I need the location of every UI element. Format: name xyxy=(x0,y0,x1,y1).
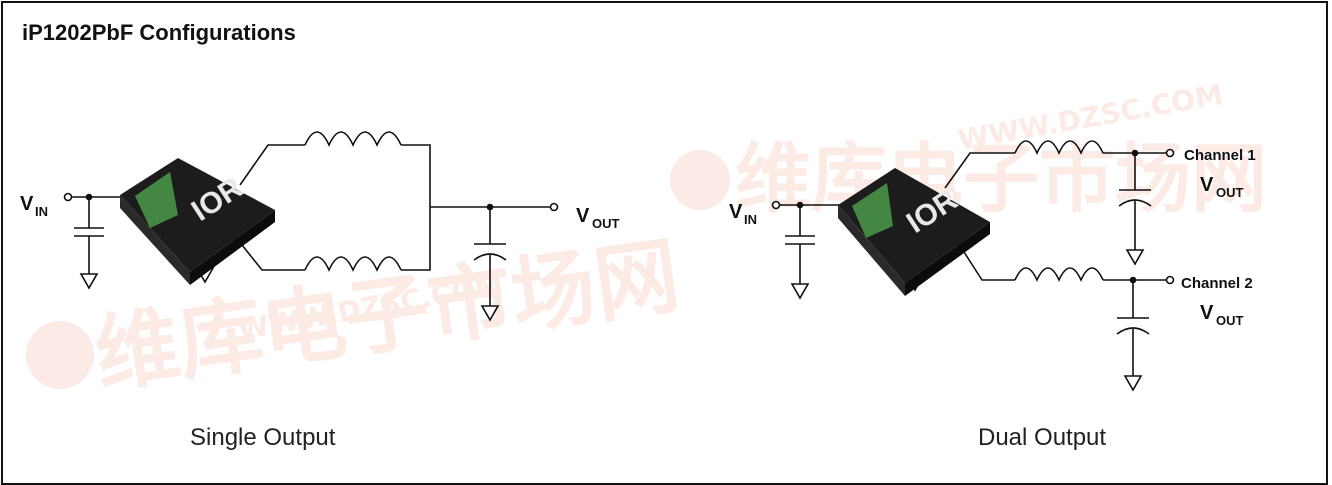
ground-icon xyxy=(481,289,499,321)
channel1-inductor xyxy=(1014,140,1104,155)
vout-terminal xyxy=(549,202,559,212)
channel1-wire xyxy=(944,152,1015,189)
ip1202-module-single: IOR xyxy=(120,158,275,285)
channel1-label: Channel 1 xyxy=(1184,147,1256,164)
figure-title: iP1202PbF Configurations xyxy=(22,20,296,45)
vin-label: V xyxy=(729,201,743,223)
channel1-vout-label: V xyxy=(1200,174,1214,196)
dual-output-caption: Dual Output xyxy=(978,424,1107,451)
channel2-label: Channel 2 xyxy=(1181,275,1253,292)
channel2-vout-label: V xyxy=(1200,302,1214,324)
vout-subscript: OUT xyxy=(592,216,620,231)
ch1-cap-plate-curved xyxy=(1118,199,1152,207)
watermark-logo-icon xyxy=(670,150,730,210)
ground-icon xyxy=(80,257,98,289)
lower-wire xyxy=(401,207,431,271)
channel2-vout-subscript: OUT xyxy=(1216,313,1244,328)
vin-terminal xyxy=(63,192,73,202)
single-output-circuit xyxy=(63,131,559,321)
ip1202-module-dual: IOR xyxy=(838,168,990,296)
ground-icon xyxy=(1124,359,1142,391)
channel1-terminal xyxy=(1165,148,1175,158)
vin-label: V xyxy=(20,193,34,215)
ch2-cap-plate-curved xyxy=(1116,327,1150,335)
watermark-logo-icon xyxy=(26,321,94,389)
channel1-vout-subscript: OUT xyxy=(1216,185,1244,200)
vout-label: V xyxy=(576,205,590,227)
watermark-chinese-text: 维库电子市场网 xyxy=(735,134,1267,223)
ground-icon xyxy=(1126,233,1144,265)
channel2-inductor xyxy=(1014,267,1104,282)
upper-inductor xyxy=(304,131,402,147)
upper-wire xyxy=(239,144,305,186)
vin-subscript: IN xyxy=(744,212,757,227)
output-cap-plate-curved xyxy=(473,253,507,261)
ground-icon xyxy=(791,267,809,299)
vin-subscript: IN xyxy=(35,204,48,219)
lower-inductor xyxy=(304,256,402,272)
dual-output-circuit xyxy=(771,140,1175,391)
vin-terminal xyxy=(771,200,781,210)
upper-wire xyxy=(401,144,431,207)
single-output-caption: Single Output xyxy=(190,424,336,451)
channel2-terminal xyxy=(1165,275,1175,285)
